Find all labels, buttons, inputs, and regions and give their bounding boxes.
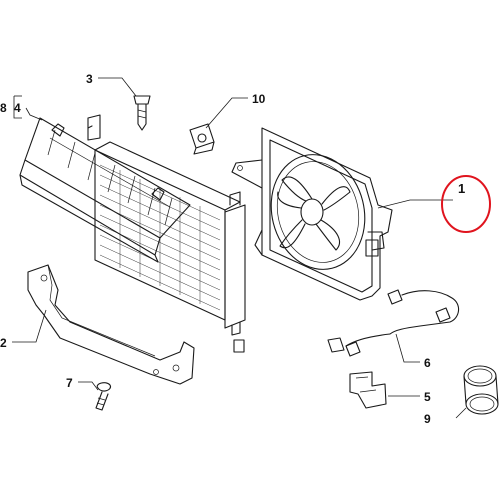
hose-clamp-part-9: [463, 365, 499, 415]
callout-9: 9: [424, 412, 431, 426]
screw-part-7: [95, 382, 112, 411]
callout-2: 2: [0, 336, 7, 350]
callout-labels: 8 4 3 10 1 2 7 6 5 9: [0, 72, 465, 426]
callout-8: 8: [0, 101, 7, 115]
push-clip-part-3: [133, 95, 151, 131]
callout-6: 6: [424, 356, 431, 370]
callout-3: 3: [86, 72, 93, 86]
callout-4: 4: [14, 101, 21, 115]
callout-1: 1: [458, 181, 465, 196]
radiator: [87, 114, 246, 353]
fan-shroud-assembly-part-1: [231, 127, 393, 301]
leader-lines: [12, 77, 467, 419]
highlight-circle: [441, 175, 491, 233]
wiring-harness-part-6: [327, 289, 460, 357]
callout-5: 5: [424, 390, 431, 404]
lower-bracket-part-2: [27, 264, 195, 385]
clamp-holder-part-5: [349, 371, 387, 409]
callout-7: 7: [66, 376, 73, 390]
nut-clip-part-10: [189, 123, 215, 155]
air-deflector-part-4: [19, 117, 191, 263]
callout-10: 10: [252, 92, 266, 106]
